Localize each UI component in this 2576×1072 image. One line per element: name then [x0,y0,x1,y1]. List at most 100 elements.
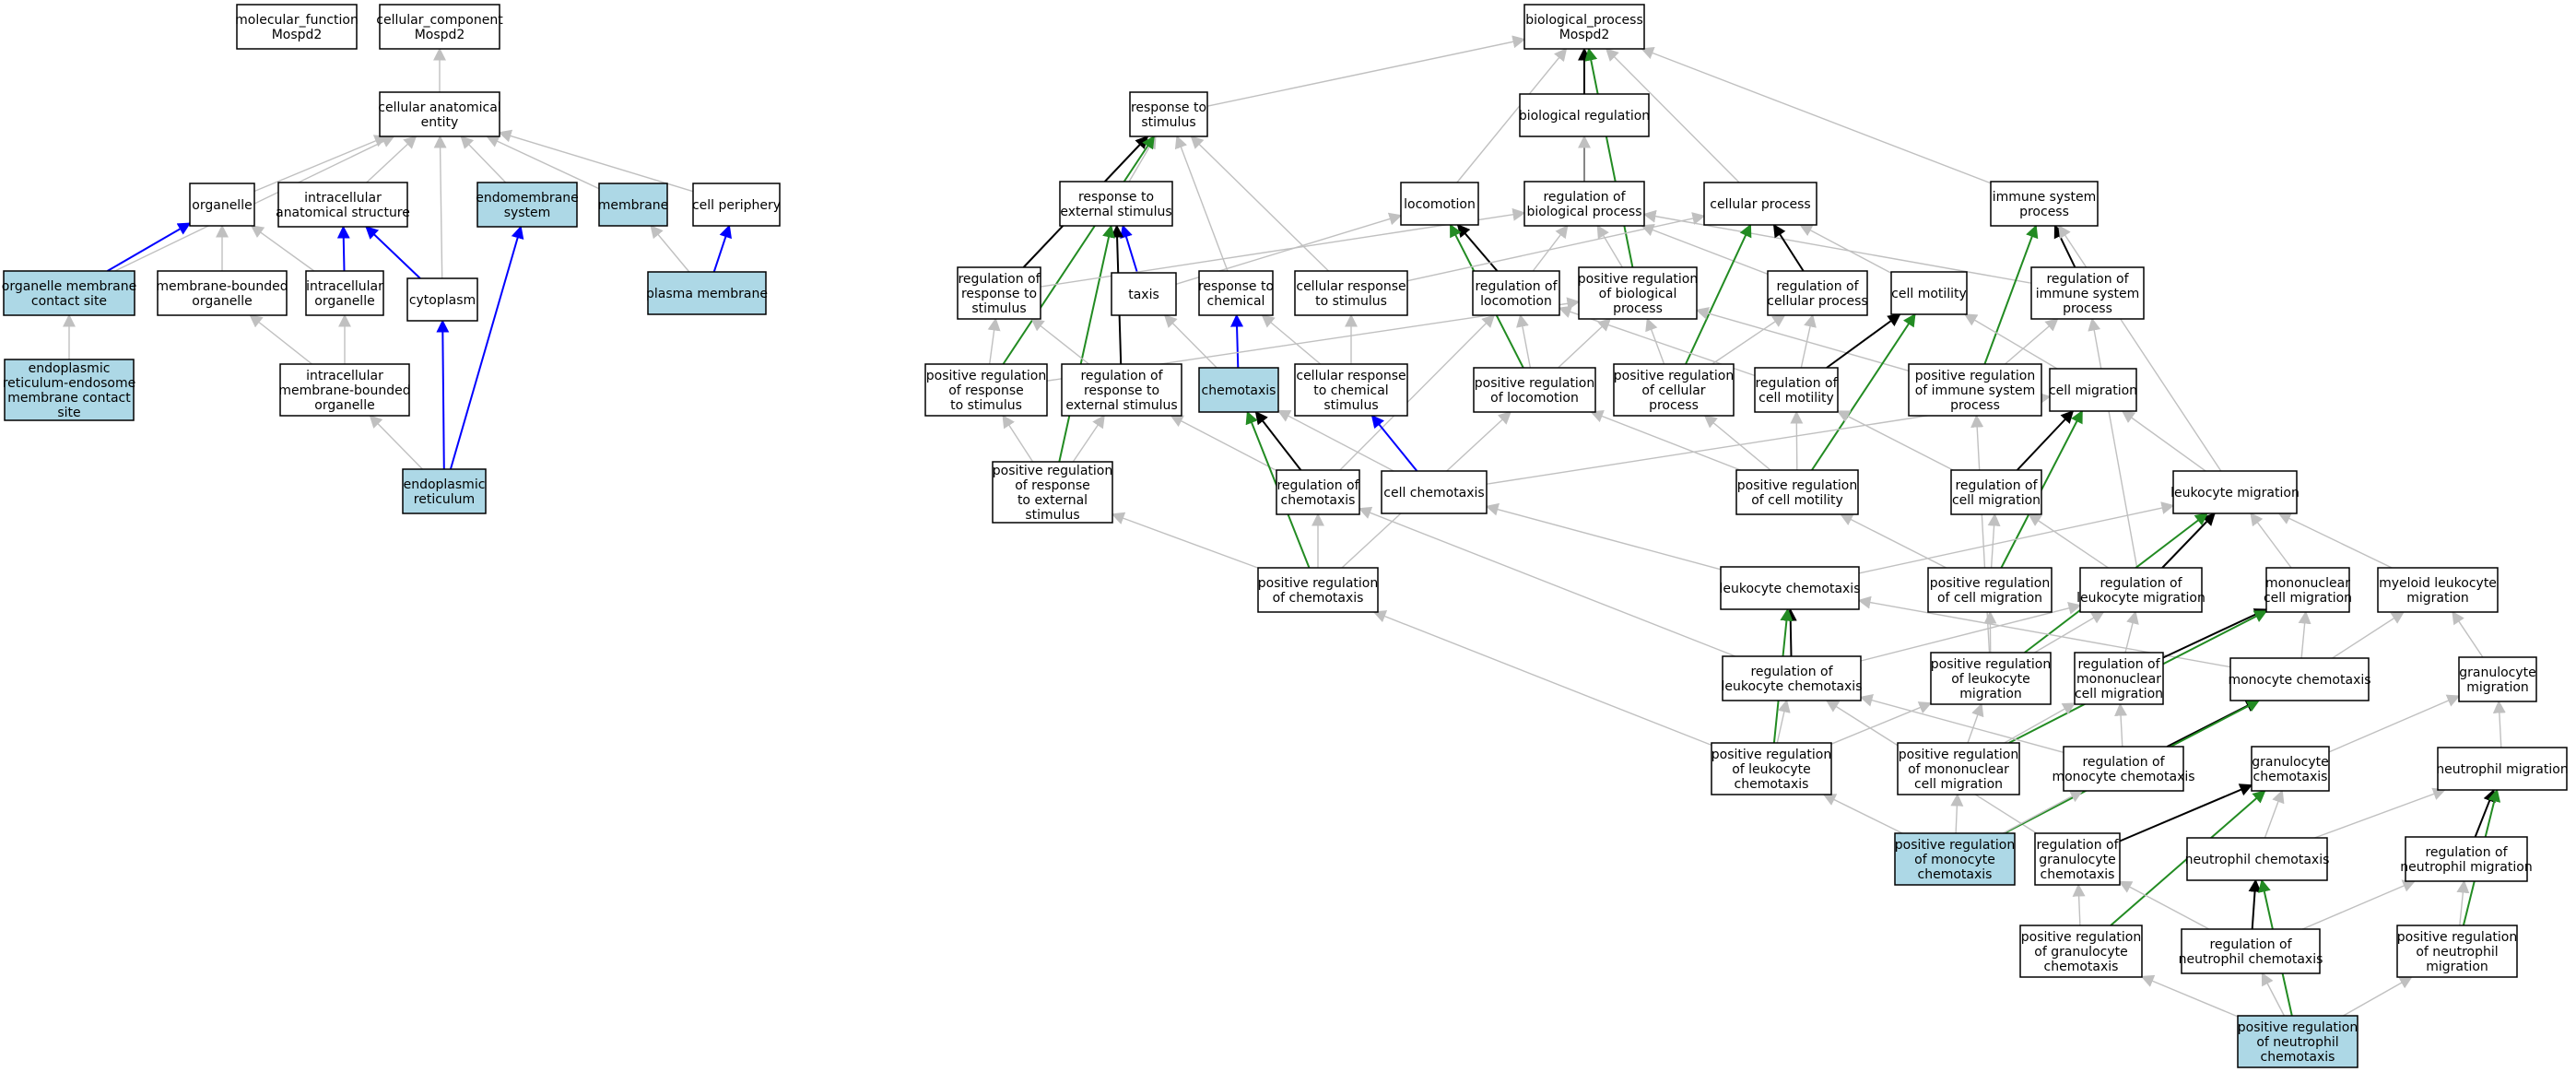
node-cellchemo[interactable]: cell chemotaxis [1381,470,1488,514]
node-label-line: external stimulus [1065,398,1177,413]
node-leukmig[interactable]: leukocyte migration [2170,470,2300,514]
node-locomotion[interactable]: locomotion [1400,182,1479,226]
node-box [2019,925,2143,978]
edge-prnc-to-rnc [2261,972,2286,1017]
node-neutchemo[interactable]: neutrophil chemotaxis [2185,837,2330,881]
node-box [2405,836,2528,882]
node-cellmig[interactable]: cell migration [2049,368,2137,412]
edge-prrts-to-rts [1002,135,1155,365]
node-box [2034,832,2121,886]
node-neutmig[interactable]: neutrophil migration [2436,747,2569,791]
node-cellmot[interactable]: cell motility [1890,271,1968,315]
node-label-line: granulocyte [2459,666,2536,680]
node-label-line: positive regulation [1711,748,1831,762]
node-box [1400,182,1479,226]
node-label-line: process [1613,301,1663,316]
node-label-line: organelle [314,398,374,413]
node-label-line: of cell motility [1751,493,1843,508]
node-label-line: membrane-bounded [156,279,288,294]
node-pm[interactable]: plasma membrane [646,271,768,315]
edge-prbp-to-bp [1584,47,1634,268]
node-membrane[interactable]: membrane [598,183,669,227]
node-label-line: to external [1017,493,1088,508]
node-label-line: anatomical structure [276,206,410,220]
node-leukchemo[interactable]: leukocyte chemotaxis [1719,566,1861,610]
node-label-line: positive regulation [1931,657,2051,672]
node-organelle[interactable]: organelle [189,183,255,227]
node-taxis[interactable]: taxis [1111,272,1177,316]
edge-prrts-to-rrts [987,317,1001,365]
node-chemotaxis[interactable]: chemotaxis [1198,367,1279,413]
node-label-line: system [504,206,551,220]
edge-chemotaxis-to-rtc [1230,313,1244,369]
edge-organelle-to-cae [253,135,388,193]
edge-er-to-cytoplasm [436,319,450,470]
node-label-line: leukocyte migration [2170,486,2300,501]
node-box [2237,1015,2358,1068]
node-cytoplasm[interactable]: cytoplasm [406,277,478,322]
node-cellproc[interactable]: cellular process [1703,182,1817,226]
node-label-line: of locomotion [1490,391,1579,406]
node-label-line: cell motility [1759,391,1834,406]
node-monochemo[interactable]: monocyte chemotaxis [2228,657,2371,701]
node-label-line: of immune system [1915,383,2036,398]
node-label-line: positive regulation [1895,838,2015,853]
node-breg[interactable]: biological regulation [1519,93,1650,137]
node-cellper[interactable]: cell periphery [692,183,781,227]
